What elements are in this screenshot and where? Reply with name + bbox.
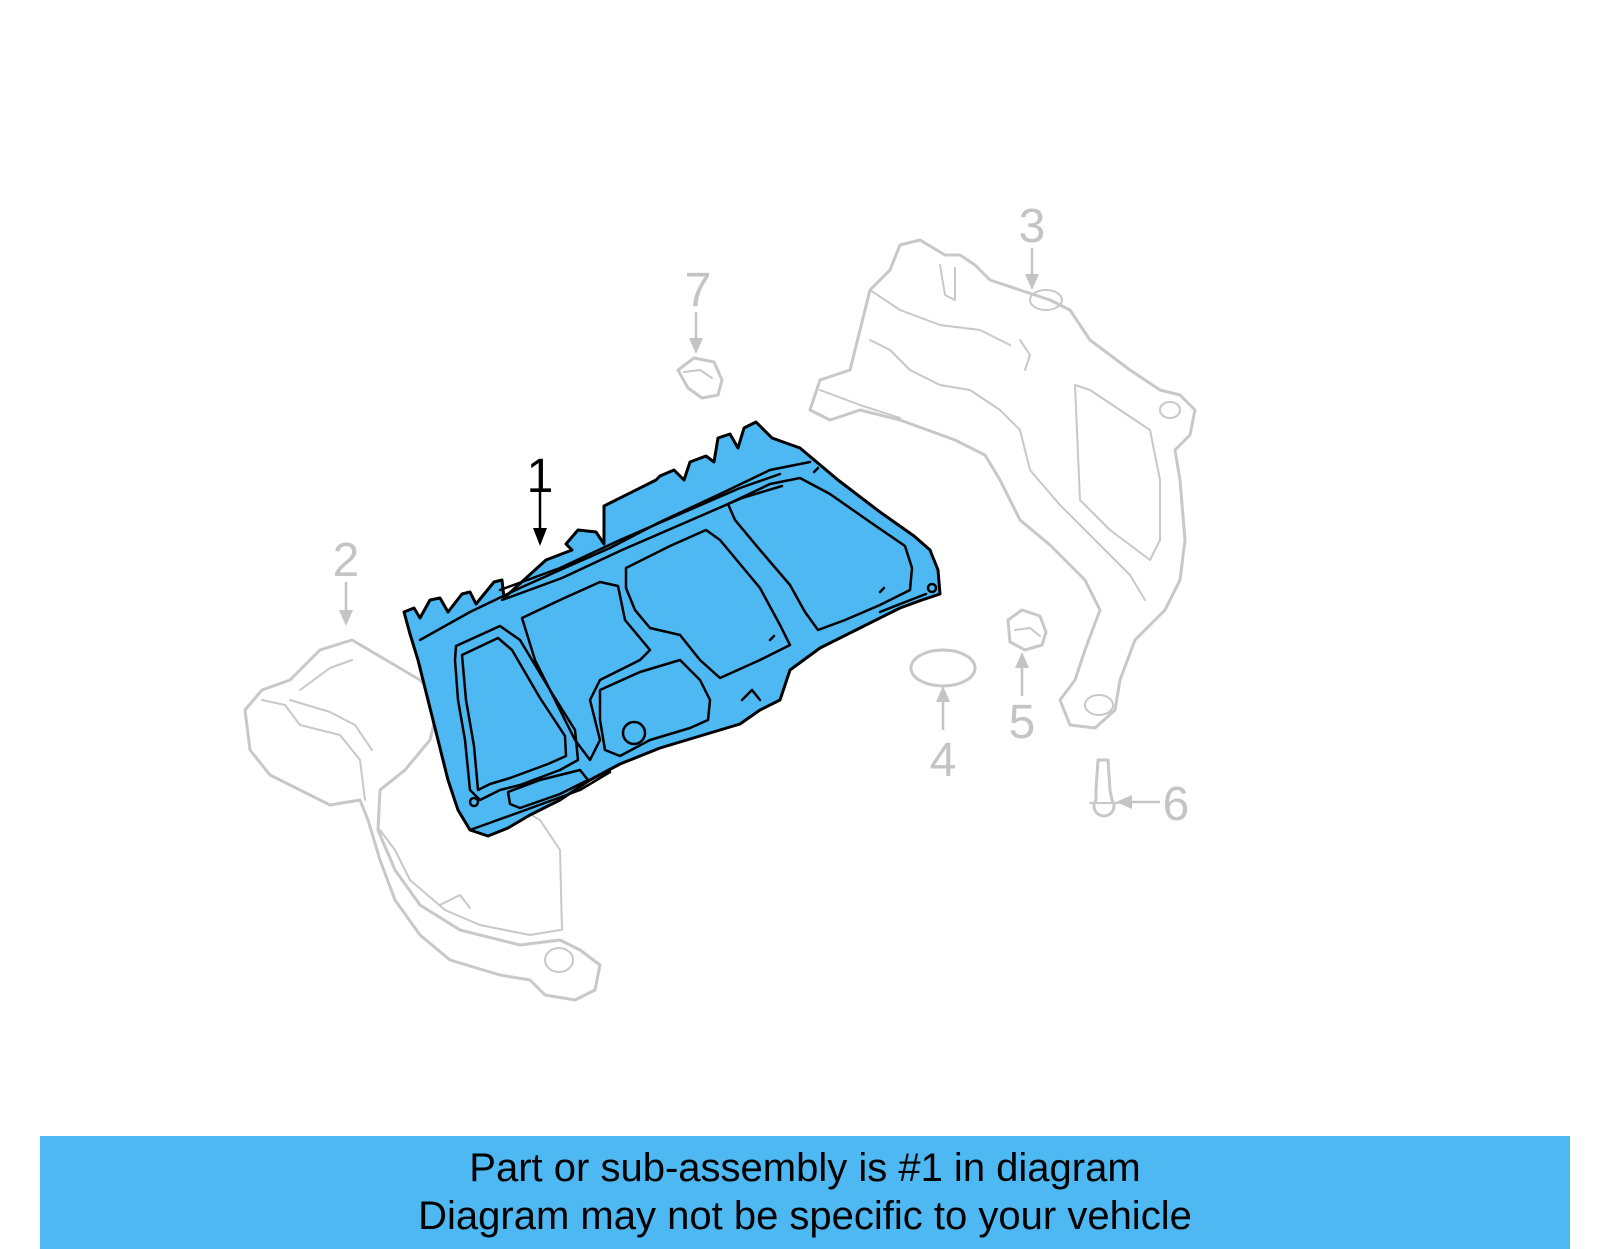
callout-2: 2 bbox=[333, 534, 360, 587]
part-6-bolt bbox=[1089, 758, 1119, 818]
callout-7: 7 bbox=[685, 264, 712, 317]
callout-3: 3 bbox=[1019, 200, 1046, 253]
banner-line-2: Diagram may not be specific to your vehi… bbox=[418, 1194, 1192, 1238]
part-3-right-crossmember bbox=[808, 238, 1197, 730]
part-5-clip bbox=[1006, 608, 1048, 652]
info-banner: Part or sub-assembly is #1 in diagram Di… bbox=[40, 1136, 1570, 1249]
callout-arrows bbox=[339, 248, 1160, 809]
callout-5: 5 bbox=[1009, 696, 1036, 749]
part-7-clip bbox=[676, 356, 724, 400]
banner-line-1: Part or sub-assembly is #1 in diagram bbox=[469, 1146, 1141, 1190]
part-1-engine-shield[interactable] bbox=[402, 420, 942, 838]
callout-4: 4 bbox=[930, 734, 957, 787]
callout-1: 1 bbox=[527, 450, 554, 503]
part-4-grommet bbox=[909, 648, 977, 688]
callout-6: 6 bbox=[1163, 778, 1190, 831]
